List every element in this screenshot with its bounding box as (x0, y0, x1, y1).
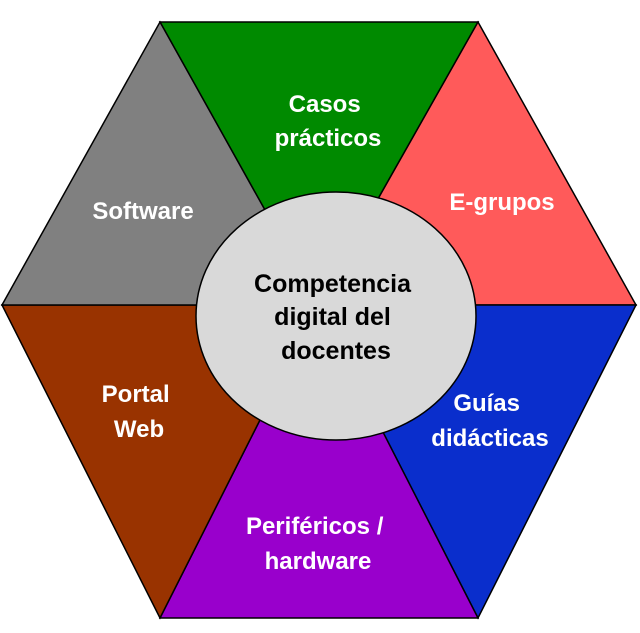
center-ellipse (195, 191, 477, 441)
segment-label-casos-practicos: Casos prácticos (275, 91, 382, 152)
segment-label-perifericos-hardware: Periféricos / hardware (246, 513, 390, 575)
segment-label-e-grupos: E-grupos (449, 189, 554, 216)
segment-label-guias-didacticas: Guías didácticas (431, 390, 548, 452)
segment-label-software: Software (92, 198, 193, 225)
center-label: Competencia digital del docentes (254, 270, 418, 365)
segment-label-portal-web: Portal Web (102, 381, 177, 443)
